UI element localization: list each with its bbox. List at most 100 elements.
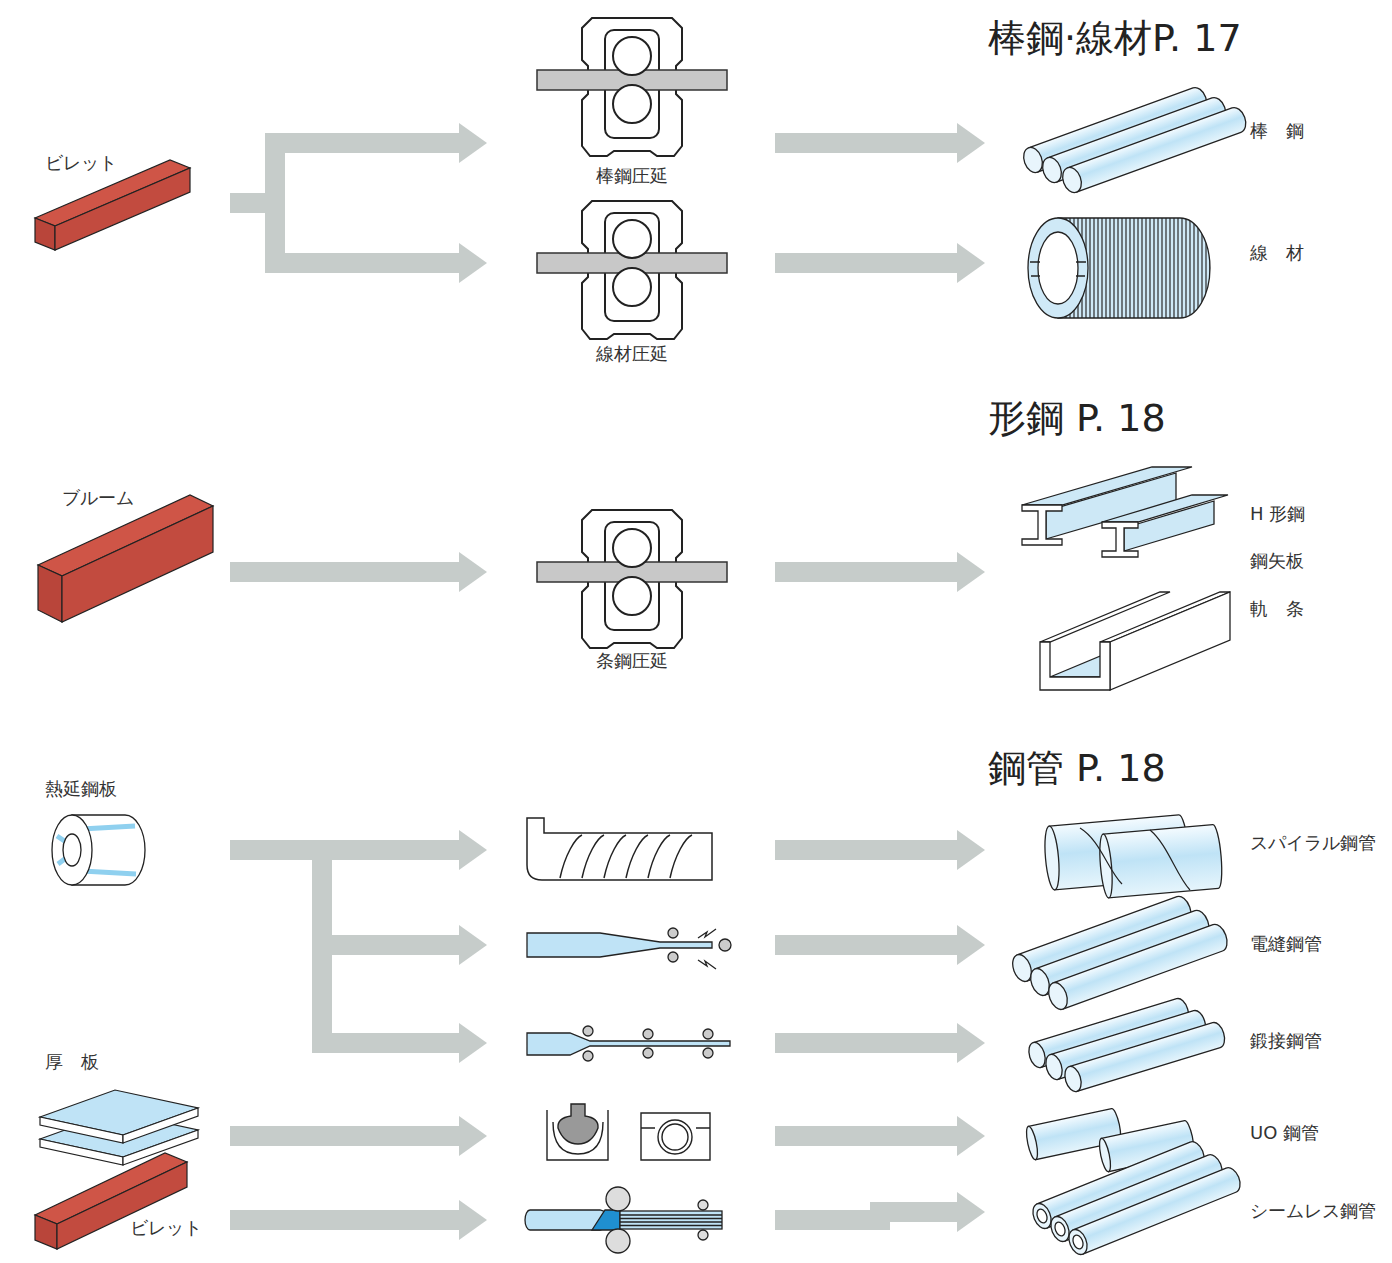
- arrow-head: [957, 1116, 985, 1156]
- node-label: 線材圧延: [596, 343, 668, 365]
- billet-bar: [35, 160, 190, 250]
- arrow-head: [459, 243, 487, 283]
- flow-arrow: [230, 203, 487, 283]
- arrow-head: [957, 925, 985, 965]
- diagram-node: 鍛接鋼管: [985, 1000, 1387, 1086]
- arrow-shaft: [775, 1033, 957, 1053]
- uo-press: [547, 1104, 710, 1160]
- arrow-head: [957, 1192, 985, 1232]
- flow-arrow: [775, 123, 985, 163]
- arrow-shaft: [230, 1210, 459, 1230]
- node-label: ブルーム: [62, 487, 134, 509]
- diagram-node: [487, 815, 775, 885]
- node-label: ビレット: [130, 1217, 202, 1239]
- arrow-shaft: [775, 253, 957, 273]
- diagram-node: 電縫鋼管: [985, 900, 1387, 995]
- arrow-head: [957, 552, 985, 592]
- arrow-shaft: [230, 562, 459, 582]
- flow-arrow: [230, 1200, 487, 1240]
- diagram-node: 線 材: [985, 210, 1387, 320]
- wire-coil: [1028, 218, 1210, 318]
- arrow-shaft: [775, 562, 957, 582]
- diagram-node: シームレス鋼管: [985, 1172, 1387, 1260]
- flow-arrow: [775, 925, 985, 965]
- steel-bars: [1020, 85, 1249, 195]
- diagram-node: スパイラル鋼管: [985, 805, 1387, 895]
- arrow-shaft: [775, 1126, 957, 1146]
- flow-arrow: [775, 1023, 985, 1063]
- erw-forming: [527, 928, 731, 969]
- forge-welding: [527, 1026, 730, 1061]
- diagram-node: ビレット: [30, 148, 230, 258]
- rail-channel: [1040, 592, 1230, 690]
- section-heading: 鋼管 P. 18: [988, 746, 1166, 790]
- node-label: 熱延鋼板: [45, 778, 117, 800]
- rolling-mill: [537, 510, 727, 648]
- node-label: ビレット: [45, 152, 117, 174]
- arrow-head: [957, 243, 985, 283]
- arrow-shaft: [775, 935, 957, 955]
- arrow-shaft: [775, 133, 957, 153]
- node-label: 鍛接鋼管: [1250, 1030, 1322, 1052]
- forge-welded-pipes: [1026, 997, 1227, 1094]
- spiral-forming: [527, 818, 712, 880]
- diagram-node: H 形鋼鋼矢板軌 条: [985, 460, 1387, 700]
- node-label: シームレス鋼管: [1250, 1200, 1376, 1222]
- flow-arrow: [230, 552, 487, 592]
- diagram-node: ビレット: [30, 1150, 230, 1260]
- diagram-node: [487, 1020, 775, 1066]
- diagram-node: ブルーム: [30, 483, 230, 628]
- section-heading: 棒鋼·線材P. 17: [988, 16, 1242, 60]
- arrow-shaft: [775, 1212, 957, 1220]
- node-label: 軌 条: [1250, 598, 1304, 620]
- flow-arrow: [230, 123, 487, 203]
- node-label: 棒 鋼: [1250, 120, 1304, 142]
- section-heading: 形鋼 P. 18: [988, 396, 1166, 440]
- arrow-shaft: [230, 1126, 459, 1146]
- diagram-node: UO 鋼管: [985, 1100, 1387, 1170]
- flow-arrow: [230, 850, 487, 1063]
- diagram-node: 熱延鋼板: [30, 776, 230, 888]
- arrow-shaft: [230, 850, 459, 945]
- diagram-node: 線材圧延: [487, 195, 775, 367]
- arrow-head: [459, 830, 487, 870]
- node-label: 鋼矢板: [1250, 550, 1304, 572]
- piercing-mill: [525, 1187, 722, 1253]
- bloom-bar: [38, 495, 213, 622]
- diagram-node: 棒鋼圧延: [487, 15, 775, 190]
- arrow-head: [459, 123, 487, 163]
- node-label: 線 材: [1250, 242, 1304, 264]
- diagram-node: [487, 915, 775, 975]
- arrow-shaft: [775, 840, 957, 860]
- arrow-head: [459, 925, 487, 965]
- spiral-pipes: [1043, 814, 1224, 898]
- flow-arrow: [775, 1116, 985, 1156]
- arrow-head: [957, 123, 985, 163]
- node-label: UO 鋼管: [1250, 1122, 1319, 1144]
- arrow-head: [957, 830, 985, 870]
- flow-arrow: [775, 243, 985, 283]
- thick-plates: [40, 1090, 198, 1165]
- node-label: 電縫鋼管: [1250, 933, 1322, 955]
- diagram-node: 棒 鋼: [985, 95, 1387, 195]
- rolling-mill: [537, 18, 727, 156]
- node-label: スパイラル鋼管: [1250, 832, 1376, 854]
- arrow-head: [957, 1023, 985, 1063]
- diagram-node: 厚 板: [30, 1048, 230, 1168]
- flow-arrow: [775, 1192, 985, 1232]
- arrow-head: [459, 552, 487, 592]
- node-label: 厚 板: [45, 1051, 99, 1073]
- node-label: 条鋼圧延: [596, 650, 668, 672]
- diagram-node: [487, 1100, 775, 1166]
- node-label: H 形鋼: [1250, 503, 1305, 525]
- flow-arrow: [230, 1116, 487, 1156]
- arrow-head: [459, 1116, 487, 1156]
- flow-arrow: [230, 850, 487, 965]
- arrow-shaft: [230, 203, 459, 263]
- flow-arrow: [775, 830, 985, 870]
- arrow-head: [459, 1200, 487, 1240]
- seamless-pipes: [1029, 1139, 1243, 1257]
